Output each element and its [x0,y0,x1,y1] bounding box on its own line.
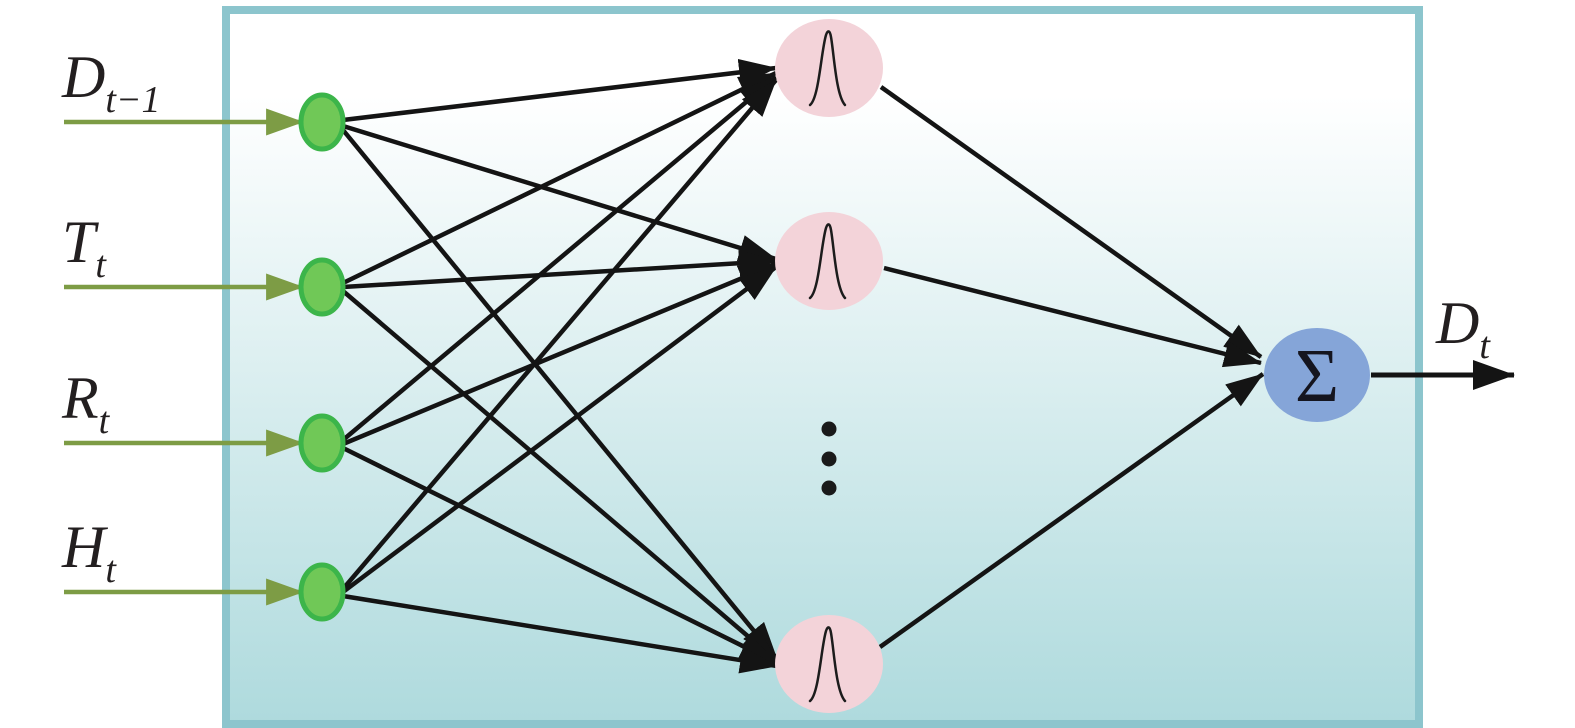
connection-i2-h3 [341,289,779,663]
input-arrows [64,108,304,606]
input-label-d-t-1: Dt−1 [61,44,161,121]
ellipsis-dot [821,480,837,496]
input-label-h-t: Ht [61,514,117,591]
hidden-node-1-circle [775,19,883,117]
connection-h2-sum [883,265,1262,368]
hidden-layer-ellipsis [821,421,837,496]
input-node-4 [298,562,346,622]
output-label-d-t: Dt [1435,290,1491,367]
input-layer [298,92,346,622]
gaussian-curve-icon [808,30,847,107]
connection-i1-h3 [341,128,779,661]
hidden-node-3-circle [775,615,883,713]
input-node-1 [298,92,346,152]
hidden-node-2 [775,212,883,310]
input-node-3 [298,413,346,473]
ellipsis-dot [821,421,837,437]
connection-i4-h1 [341,78,778,591]
connection-i2-h1 [342,70,777,286]
gaussian-curve-icon [808,626,847,703]
hidden-node-2-circle [775,212,883,310]
connection-h1-sum [879,85,1263,359]
connection-i3-h3 [342,445,778,666]
network-boundary-box [222,6,1423,728]
input-label-r-t: Rt [61,365,111,442]
connection-edges [341,58,1516,674]
summation-node: Σ [1264,328,1370,422]
input-label-t-t: Tt [62,209,107,286]
connection-i1-h1 [342,58,777,123]
summation-node-circle [1264,328,1370,422]
ellipsis-dot [821,451,837,467]
connection-i3-h2 [342,261,777,447]
sigma-symbol: Σ [1295,334,1339,418]
gaussian-curve-icon [808,223,847,300]
hidden-layer [775,19,883,713]
connection-i3-h1 [341,75,778,442]
input-node-2 [298,257,346,317]
connection-h3-sum [878,372,1265,649]
hidden-node-3 [775,615,883,713]
connection-i4-h2 [341,265,778,594]
connection-i4-h3 [342,593,778,674]
connection-i2-h2 [342,249,777,290]
connection-i1-h2 [342,123,777,262]
hidden-node-1 [775,19,883,117]
